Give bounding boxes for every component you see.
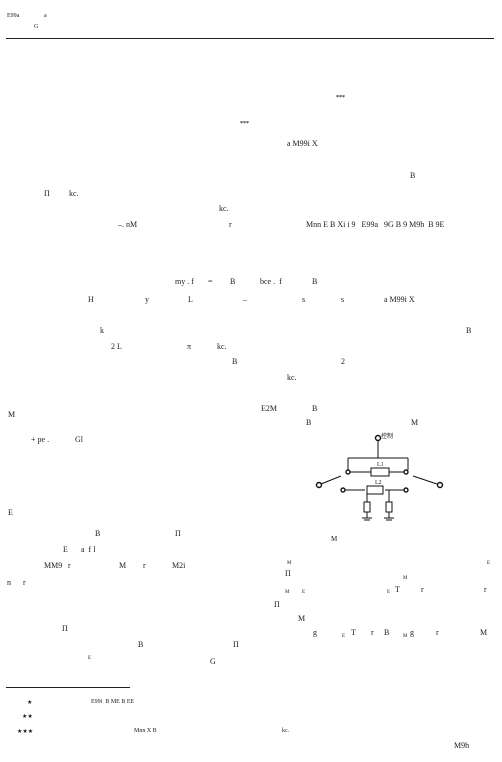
text-line: g <box>410 628 414 637</box>
text-line: E <box>342 634 346 639</box>
text-line: T <box>351 628 356 637</box>
text-line: L <box>188 295 193 304</box>
text-line: r <box>484 585 487 594</box>
text-line: s <box>302 295 306 304</box>
text-line: M <box>287 561 292 566</box>
footnote-text-1: E99i B ME B EE <box>91 699 135 705</box>
text-line: B <box>232 357 238 366</box>
text-line: B <box>312 404 318 413</box>
text-line: Π <box>175 529 181 538</box>
text-line: g <box>313 628 317 637</box>
text-line: M <box>403 576 408 581</box>
text-line: E2M <box>261 404 277 413</box>
text-line: M <box>119 561 127 570</box>
text-line: B <box>230 277 236 286</box>
text-line: –. nM <box>118 220 138 229</box>
header-rule <box>6 38 494 39</box>
text-line: r <box>436 628 439 637</box>
text-line: r <box>371 628 374 637</box>
text-line: E <box>487 561 491 566</box>
text-line: a M99i X <box>287 139 318 148</box>
text-line: M <box>403 634 408 639</box>
footnote-rule <box>6 687 130 688</box>
page-number: M9h <box>454 741 470 750</box>
text-line: M <box>8 410 16 419</box>
footnote-text-3b: kc. <box>282 728 290 734</box>
text-line: E <box>387 590 391 595</box>
text-line: a f l <box>81 545 96 554</box>
text-line: E <box>63 545 68 554</box>
circuit-label-control: 控制 <box>381 434 394 440</box>
circuit-label-l2: L2 <box>375 480 382 486</box>
text-line: kc. <box>219 204 229 213</box>
text-line: M <box>285 590 290 595</box>
text-line: kc. <box>217 342 227 351</box>
circuit-diagram <box>315 434 444 521</box>
text-line: E <box>8 508 13 517</box>
text-line: M <box>331 535 338 543</box>
text-line: n <box>7 578 11 587</box>
text-line: MM9 <box>44 561 63 570</box>
text-line: H <box>88 295 94 304</box>
text-line: r <box>421 585 424 594</box>
text-line: 2 <box>341 357 345 366</box>
text-line: M <box>411 418 419 427</box>
text-line: E <box>88 656 92 661</box>
text-line: B <box>312 277 318 286</box>
footnote-mark-1: ★ <box>27 700 33 706</box>
text-line: B <box>95 529 101 538</box>
footnote-mark-3: ★★★ <box>17 729 34 735</box>
text-line: M <box>298 614 306 623</box>
text-line: Π <box>233 640 239 649</box>
journal-name: E99a <box>7 13 20 19</box>
text-line: Π <box>44 189 50 198</box>
text-line: Π <box>285 569 291 578</box>
text-line: M2i <box>172 561 186 570</box>
text-line: – <box>243 295 247 304</box>
footnote-mark-2: ★★ <box>22 714 33 720</box>
circuit-label-l1: L1 <box>377 462 384 468</box>
text-line: Π <box>274 600 280 609</box>
text-line: k <box>100 326 104 335</box>
text-line: T <box>395 585 400 594</box>
star-mark-three: *** <box>336 95 345 101</box>
text-line: kc. <box>287 373 297 382</box>
text-line: Mnn E B Xi i 9 E99a 9G B 9 M9h B 9E <box>306 220 445 229</box>
text-line: s <box>341 295 345 304</box>
text-line: r <box>23 578 26 587</box>
text-line: = <box>208 277 213 286</box>
star-mark-two: *** <box>240 121 249 127</box>
text-line: + pe . <box>31 435 50 444</box>
text-line: kc. <box>69 189 79 198</box>
text-line: a M99i X <box>384 295 415 304</box>
text-line: G <box>210 657 216 666</box>
text-line: M <box>480 628 488 637</box>
text-line: B <box>466 326 472 335</box>
text-line: r <box>143 561 146 570</box>
text-line: y <box>145 295 149 304</box>
text-line: π <box>187 342 192 351</box>
text-line: my . f <box>175 277 194 286</box>
text-line: B <box>384 628 390 637</box>
text-line: B <box>138 640 144 649</box>
issue-label: G <box>34 24 39 30</box>
text-line: Π <box>62 624 68 633</box>
text-line: r <box>68 561 71 570</box>
footnote-text-3: Mnn X B <box>134 728 157 734</box>
text-line: Gl <box>75 435 83 444</box>
text-line: B <box>306 418 312 427</box>
text-line: E <box>302 590 306 595</box>
journal-letter: a <box>44 13 47 19</box>
text-line: bce . f <box>260 277 282 286</box>
text-line: 2 L <box>111 342 122 351</box>
text-line: B <box>410 171 416 180</box>
text-line: r <box>229 220 232 229</box>
